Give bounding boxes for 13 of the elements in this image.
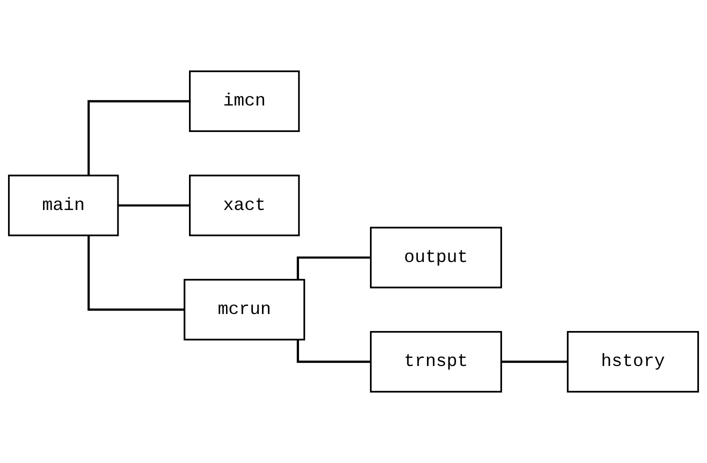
connector [500, 360, 568, 363]
node-box: mcrun [184, 278, 306, 340]
node-box: trnspt [370, 331, 502, 393]
node-box: hstory [566, 331, 699, 393]
node-box: output [370, 226, 502, 288]
node-box: xact [189, 174, 300, 236]
connector [88, 235, 184, 311]
node-box: imcn [189, 70, 300, 132]
connector [296, 340, 371, 363]
connector [88, 100, 190, 176]
connector [296, 256, 371, 280]
connector [116, 204, 190, 207]
node-box: main [8, 174, 119, 236]
